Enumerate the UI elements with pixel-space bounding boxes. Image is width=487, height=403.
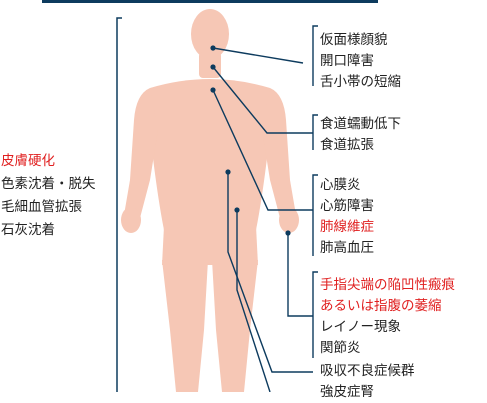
esophagus-connector — [212, 66, 313, 134]
myocardial-label: 心筋障害 — [320, 198, 374, 214]
body-diagram — [116, 9, 318, 392]
kidney-dot — [234, 207, 240, 213]
gi-connector — [227, 172, 313, 373]
telangiectasia-label: 毛細血管拡張 — [1, 199, 82, 215]
gi-dot — [225, 169, 231, 175]
hand-bracket — [312, 271, 318, 358]
frenulum-label: 舌小帯の短縮 — [320, 74, 401, 90]
esophageal-dilation-label: 食道拡張 — [320, 137, 374, 153]
heart-bracket — [312, 174, 318, 256]
esophagus-bracket — [312, 114, 318, 150]
finger-pad-atrophy-label: あるいは指腹の萎縮 — [320, 298, 442, 314]
hand-dot — [285, 230, 291, 236]
digital-pitting-label: 手指尖端の陥凹性瘢痕 — [320, 277, 455, 293]
esophageal-motility-label: 食道蠕動低下 — [320, 116, 401, 132]
pigmentation-label: 色素沈着・脱失 — [1, 176, 96, 192]
pulmonary-hypertension-label: 肺高血圧 — [320, 240, 374, 256]
arthritis-label: 関節炎 — [320, 340, 361, 356]
hand-connector — [287, 233, 313, 317]
trismus-label: 開口障害 — [320, 53, 374, 69]
pulmonary-fibrosis-label: 肺線維症 — [320, 219, 374, 235]
human-body-silhouette — [121, 9, 299, 392]
calcinosis-label: 石灰沈着 — [1, 222, 55, 238]
raynaud-label: レイノー現象 — [320, 319, 401, 335]
face-dot — [210, 45, 216, 51]
masked-face-label: 仮面様顔貌 — [320, 32, 388, 48]
face-bracket — [312, 25, 318, 86]
left-bracket — [116, 17, 122, 392]
esophagus-dot — [210, 64, 216, 70]
malabsorption-label: 吸収不良症候群 — [320, 363, 415, 379]
kidney-connector — [236, 210, 271, 392]
face-connector — [212, 47, 304, 64]
skin-sclerosis-label: 皮膚硬化 — [1, 153, 55, 169]
header-bar — [42, 0, 378, 3]
heart-connector — [212, 89, 313, 211]
pericarditis-label: 心膜炎 — [320, 177, 361, 193]
scleroderma-kidney-label: 強皮症腎 — [320, 384, 374, 400]
heart-dot — [210, 87, 216, 93]
